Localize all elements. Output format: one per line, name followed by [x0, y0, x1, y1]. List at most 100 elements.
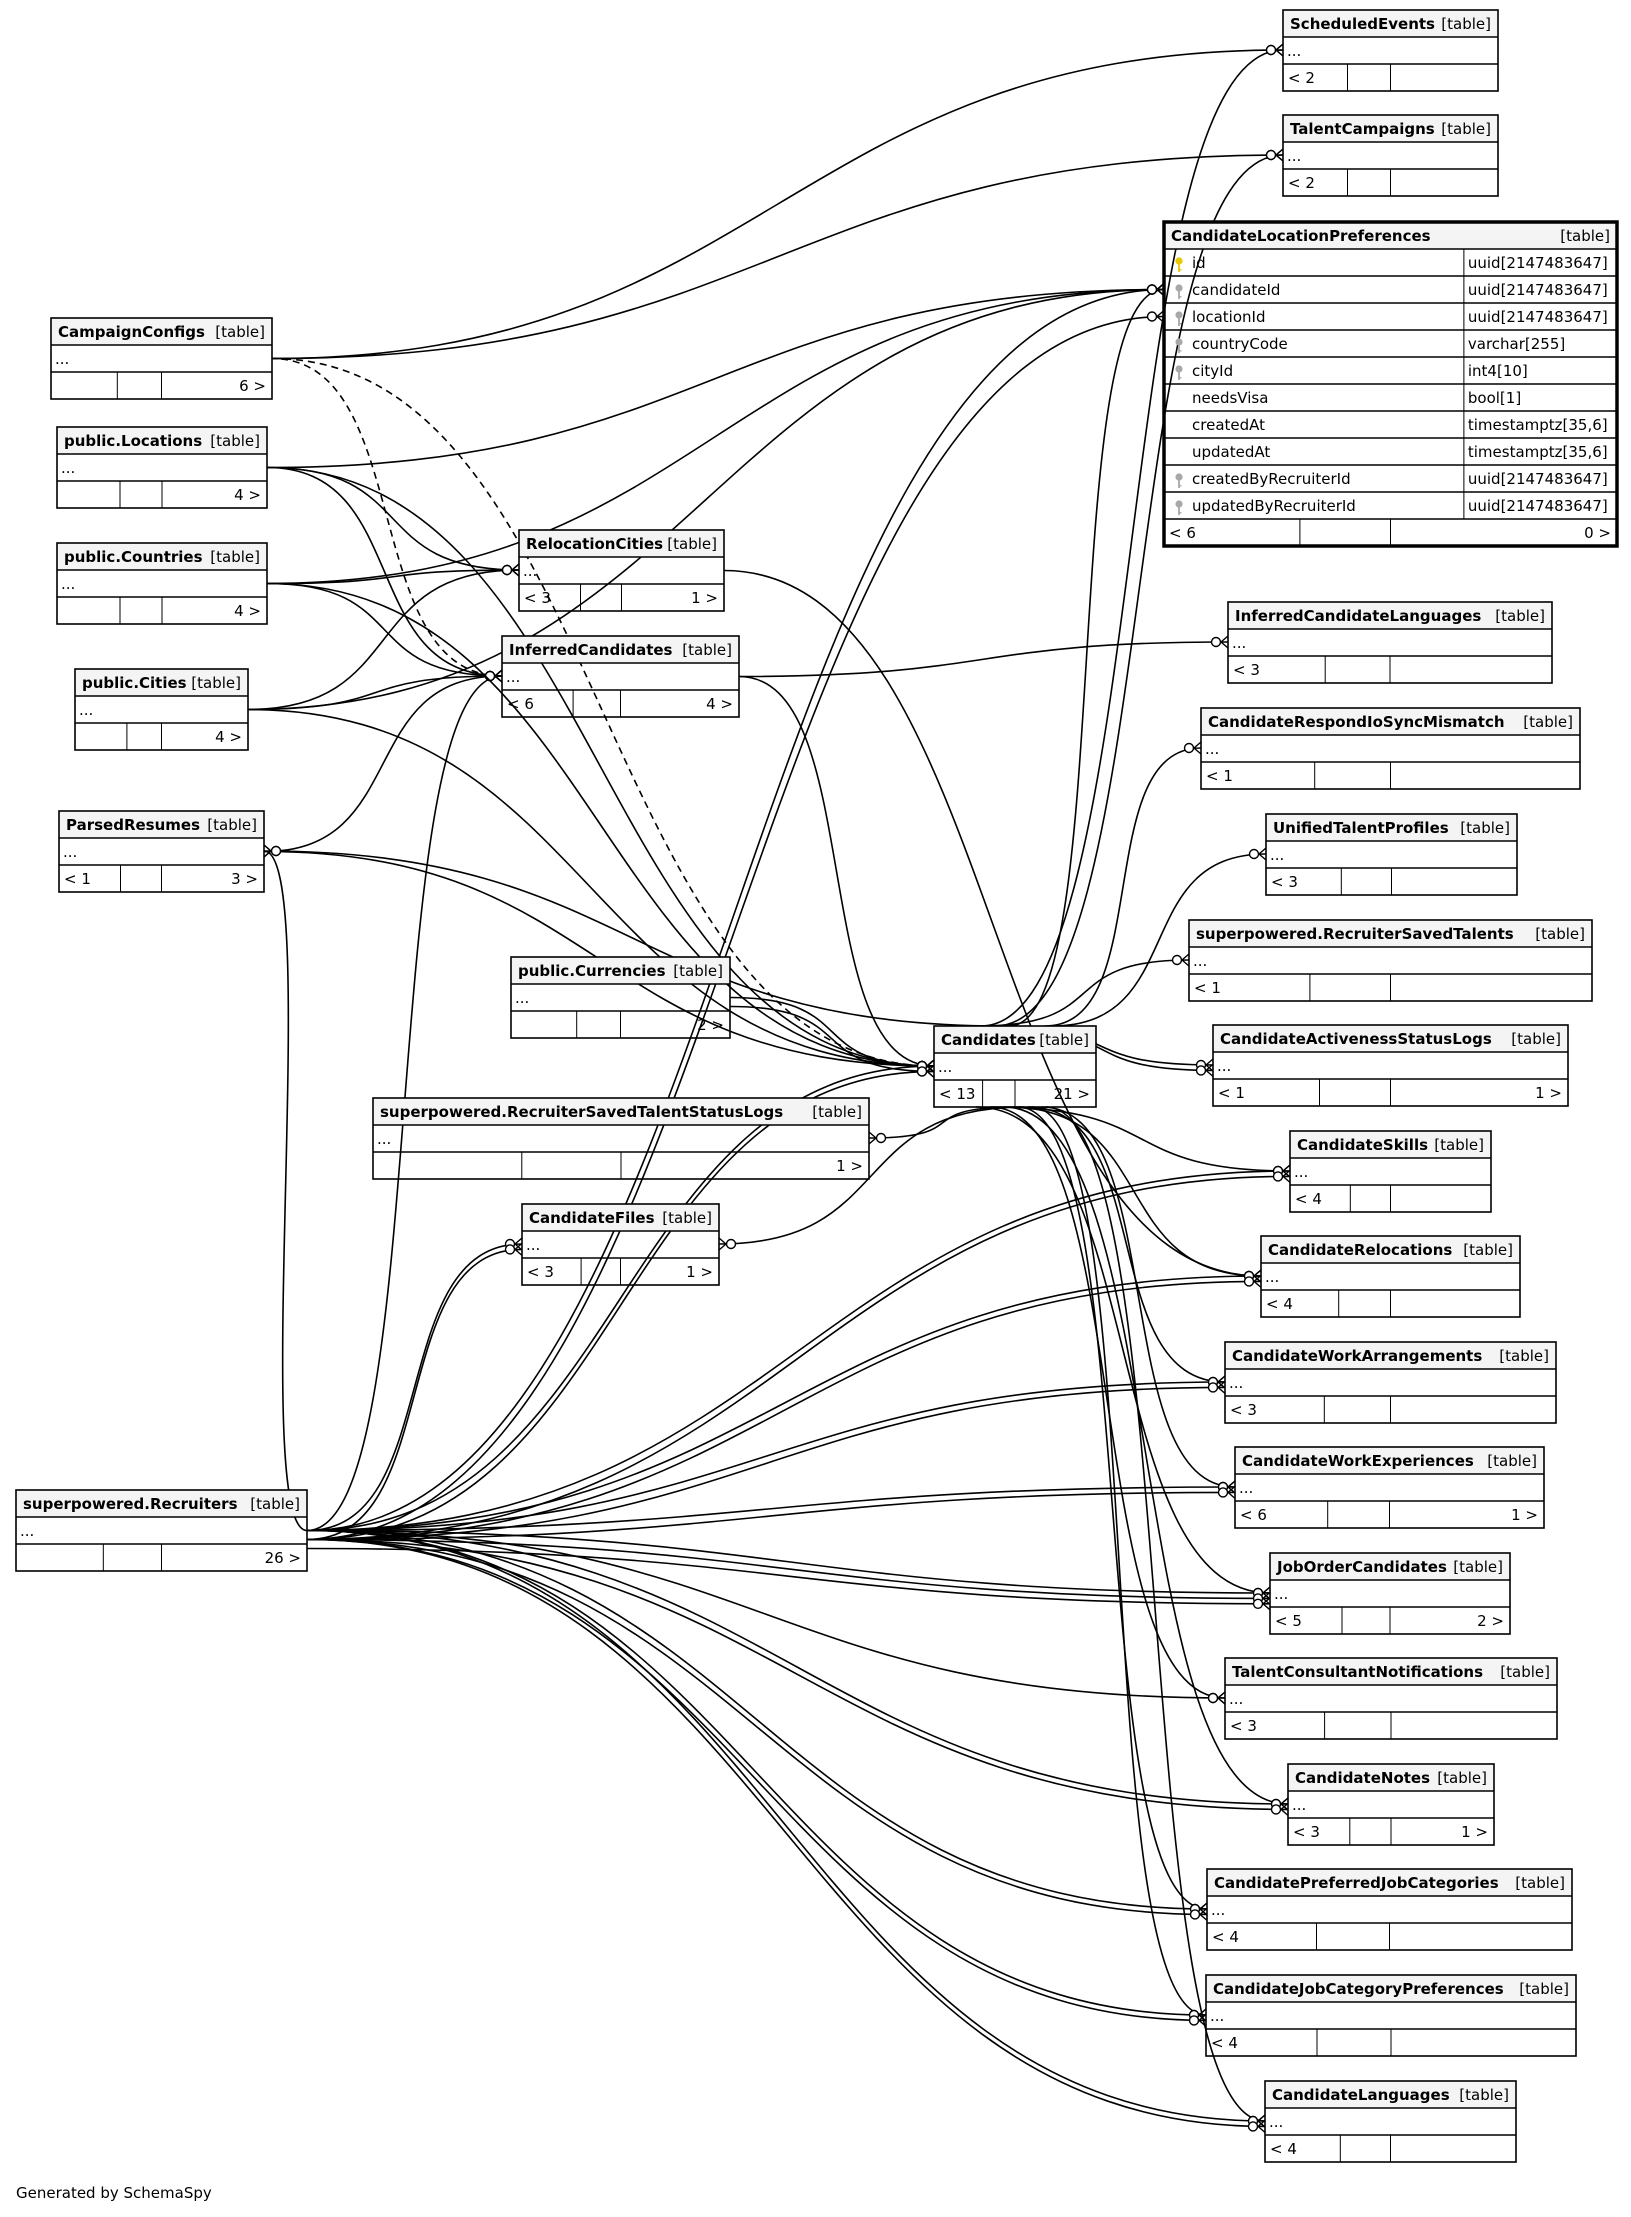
table-recruiter-saved-talents[interactable]: superpowered.RecruiterSavedTalents[table…	[1188, 919, 1593, 1002]
child-count: 2 >	[697, 1016, 724, 1034]
table-campaign-configs[interactable]: CampaignConfigs[table]...6 >	[50, 317, 273, 400]
relationship-edge	[306, 1280, 1262, 1541]
table-candidate-job-category-preferences[interactable]: CandidateJobCategoryPreferences[table]..…	[1205, 1974, 1577, 2057]
relationship-edge	[266, 466, 935, 1067]
crows-foot-marker	[1274, 43, 1284, 57]
column-name: updatedByRecruiterId	[1192, 497, 1356, 515]
table-public-cities[interactable]: public.Cities[table]...4 >	[74, 668, 249, 751]
key-icon	[1175, 284, 1183, 299]
table-title: CandidateWorkExperiences	[1242, 1452, 1474, 1470]
crows-foot-marker	[1216, 1380, 1226, 1394]
table-tag: [table]	[1535, 925, 1585, 943]
table-scheduled-events[interactable]: ScheduledEvents[table]...< 2	[1282, 9, 1499, 92]
optional-marker	[1183, 742, 1195, 754]
parent-count: < 3	[1293, 1823, 1320, 1841]
table-candidate-activeness-status-logs[interactable]: CandidateActivenessStatusLogs[table]...<…	[1212, 1024, 1569, 1107]
optional-marker	[1210, 636, 1222, 648]
table-public-countries[interactable]: public.Countries[table]...4 >	[56, 542, 268, 625]
child-count: 4 >	[234, 486, 261, 504]
parent-count: < 6	[507, 695, 534, 713]
table-candidate-work-arrangements[interactable]: CandidateWorkArrangements[table]...< 3	[1224, 1341, 1557, 1424]
table-title: public.Cities	[82, 674, 187, 692]
table-title: UnifiedTalentProfiles	[1273, 819, 1449, 837]
optional-marker	[1207, 1382, 1219, 1393]
crows-foot-marker	[1204, 1063, 1214, 1077]
table-columns-ellipsis: ...	[1265, 1268, 1279, 1286]
optional-marker	[1188, 2015, 1200, 2026]
relationship-edge	[263, 850, 308, 1532]
parent-count: < 3	[1230, 1717, 1257, 1735]
relationship-edge	[266, 582, 935, 1067]
table-title: TalentConsultantNotifications	[1232, 1663, 1483, 1681]
optional-marker	[270, 845, 282, 857]
table-title: CandidatePreferredJobCategories	[1214, 1874, 1499, 1892]
crows-foot-marker	[510, 563, 520, 577]
column-type: uuid[2147483647]	[1468, 470, 1608, 488]
key-icon	[1175, 365, 1183, 380]
table-candidate-relocations[interactable]: CandidateRelocations[table]...< 4	[1260, 1235, 1521, 1318]
table-columns-ellipsis: ...	[61, 575, 75, 593]
relationship-edge	[271, 49, 1284, 360]
key-icon	[1175, 500, 1183, 515]
optional-marker	[1265, 149, 1277, 161]
table-title: CandidateJobCategoryPreferences	[1213, 1980, 1504, 1998]
crows-foot-marker	[1274, 148, 1284, 162]
relationship-edge	[989, 1106, 1226, 1699]
crows-foot-marker	[1155, 309, 1165, 324]
table-recruiters[interactable]: superpowered.Recruiters[table]...26 >	[15, 1489, 308, 1572]
relationship-edge	[1006, 1106, 1262, 1277]
table-title: CandidateLocationPreferences	[1171, 227, 1431, 245]
relationship-edge	[266, 582, 503, 677]
table-talent-campaigns[interactable]: TalentCampaigns[table]...< 2	[1282, 114, 1499, 197]
table-public-currencies[interactable]: public.Currencies[table]...2 >	[510, 956, 731, 1039]
table-nodes: ScheduledEvents[table]...< 2 TalentCampai…	[15, 9, 1619, 2163]
column-name: createdAt	[1192, 416, 1265, 434]
table-unified-talent-profiles[interactable]: UnifiedTalentProfiles[table]...< 3	[1265, 813, 1518, 896]
crows-foot-marker	[493, 669, 503, 683]
table-inferred-candidate-languages[interactable]: InferredCandidateLanguages[table]...< 3	[1227, 601, 1553, 684]
child-count: 3 >	[231, 870, 258, 888]
relationship-edge	[1045, 1106, 1266, 2122]
table-columns-ellipsis: ...	[515, 989, 529, 1007]
table-candidate-respond-io-sync-mismatch[interactable]: CandidateRespondIoSyncMismatch[table]...…	[1200, 707, 1581, 790]
parent-count: < 1	[1206, 767, 1233, 785]
table-public-locations[interactable]: public.Locations[table]...4 >	[56, 426, 268, 509]
table-columns-ellipsis: ...	[1269, 2113, 1283, 2131]
crows-foot-marker	[263, 844, 273, 858]
table-title: InferredCandidates	[509, 641, 673, 659]
table-candidate-languages[interactable]: CandidateLanguages[table]...< 4	[1264, 2080, 1517, 2163]
table-columns-ellipsis: ...	[1211, 1901, 1225, 1919]
table-title: JobOrderCandidates	[1276, 1558, 1447, 1576]
table-columns-ellipsis: ...	[506, 668, 520, 686]
table-candidate-preferred-job-categories[interactable]: CandidatePreferredJobCategories[table]..…	[1206, 1868, 1573, 1951]
table-recruiter-saved-talent-status-logs[interactable]: superpowered.RecruiterSavedTalentStatusL…	[372, 1097, 870, 1180]
table-talent-consultant-notifications[interactable]: TalentConsultantNotifications[table]...<…	[1224, 1657, 1558, 1740]
relationship-edge	[247, 569, 520, 711]
crows-foot-marker	[1279, 1797, 1289, 1811]
parent-count: < 3	[1230, 1401, 1257, 1419]
relationship-edge	[980, 49, 1284, 1027]
optional-marker	[725, 1238, 737, 1250]
crows-foot-marker	[1180, 953, 1190, 967]
parent-count: < 3	[524, 589, 551, 607]
key-icon	[1175, 338, 1183, 353]
column-type: timestamptz[35,6]	[1468, 416, 1608, 434]
table-columns-ellipsis: ...	[1210, 2007, 1224, 2025]
parent-count: < 6	[1169, 524, 1196, 542]
table-candidate-skills[interactable]: CandidateSkills[table]...< 4	[1289, 1130, 1492, 1213]
optional-marker	[1207, 1692, 1219, 1704]
parent-count: < 4	[1212, 1928, 1239, 1946]
table-tag: [table]	[1434, 1136, 1484, 1154]
table-title: CandidateFiles	[529, 1209, 655, 1227]
optional-marker	[1265, 44, 1277, 56]
column-type: uuid[2147483647]	[1468, 497, 1608, 515]
